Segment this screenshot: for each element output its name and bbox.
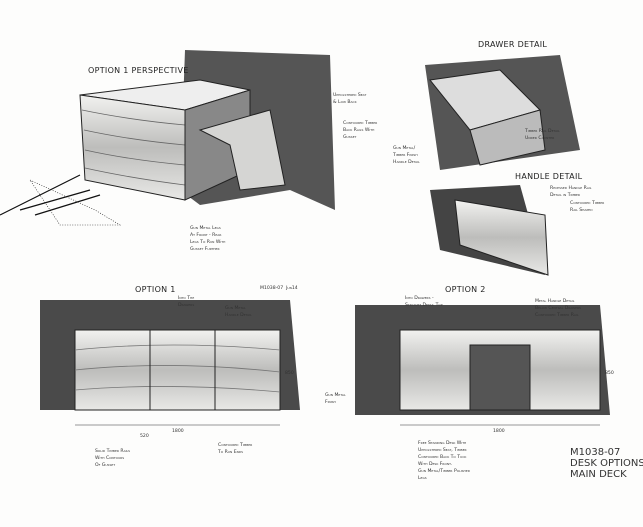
option1-note: Into The Drawers — [178, 296, 195, 308]
option2-elevation-sketch — [355, 305, 610, 426]
perspective-note: Gun Metal Legs At Front - Rear Legs To R… — [190, 226, 226, 252]
option2-note: Gun Metal Finish — [325, 393, 346, 405]
drawer-note: Timber Rail Detail Under Counter — [525, 129, 560, 141]
option2-note: Free Standing Desk With Upholstered Seat… — [418, 441, 471, 481]
handle-note: Contoured Timber Rail Shaped — [570, 201, 605, 213]
option1-dimension: 1800 — [172, 429, 184, 434]
ref-stamp: M1038-07 Jun14 — [260, 286, 298, 291]
option2-dimension: 1800 — [493, 429, 505, 434]
option1-dimension: 520 — [140, 434, 149, 439]
option2-note: Metal Handle Detail Below Central Drawer… — [535, 299, 581, 318]
perspective-note: Contoured Timber Back Rails With Gusset — [343, 121, 378, 140]
drawer-detail-label: DRAWER DETAIL — [478, 40, 548, 49]
title-block: M1038-07 DESK OPTIONS MAIN DECK — [570, 447, 643, 480]
drawer-detail-sketch — [425, 55, 580, 170]
perspective-sketch — [0, 50, 335, 226]
option1-elevation-sketch — [40, 300, 300, 426]
option1-dimension: 850 — [285, 371, 294, 376]
handle-detail-label: HANDLE DETAIL — [515, 172, 583, 181]
option2-note: Into Drawers - Straight Detail Top — [405, 296, 443, 308]
option1-note: Contoured Timber To Run Ends — [218, 443, 253, 455]
handle-note: Recessed Handle Rail Detail in Timber — [550, 186, 592, 198]
handle-detail-sketch — [430, 185, 549, 276]
option1-label: OPTION 1 — [135, 285, 176, 294]
option2-label: OPTION 2 — [445, 285, 486, 294]
drawer-note: Gun Metal/ Timber Finish Handle Detail — [393, 146, 420, 165]
option1-note: Gun Metal Handle Detail — [225, 306, 252, 318]
option1-perspective-label: OPTION 1 PERSPECTIVE — [88, 66, 189, 75]
perspective-note: Upholstered Seat & Low Back — [333, 93, 367, 105]
option1-note: Solid Timber Rails With Contours Of Guss… — [95, 449, 131, 468]
option2-dimension: 850 — [605, 371, 614, 376]
